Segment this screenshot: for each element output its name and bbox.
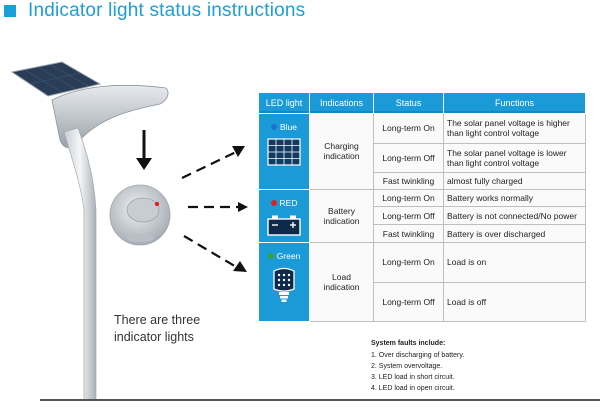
status-cell: Long-term On [373, 113, 444, 144]
green-dot-icon [267, 253, 274, 260]
caption-line: There are three [114, 313, 201, 327]
table-row: Long-term Off The solar panel voltage is… [259, 142, 586, 174]
table-row: Long-term Off Load is off [259, 281, 586, 323]
indication-load: Load indication [309, 242, 374, 322]
indication-charging: Charging indication [309, 113, 374, 190]
function-cell: The solar panel voltage is higher than l… [443, 113, 586, 144]
indication-line: Charging [324, 141, 359, 152]
list-item: 1. Over discharging of battery. [371, 352, 465, 359]
list-item: 3. LED load in short circuit. [371, 374, 455, 381]
led-label: Blue [279, 122, 297, 132]
ground-line [40, 399, 600, 401]
function-line: The solar panel voltage is higher [447, 118, 570, 129]
status-cell: Long-term On [373, 188, 444, 208]
list-item: 4. LED load in open circuit. [371, 385, 455, 392]
title-square-icon [4, 5, 16, 17]
led-bulb-icon [273, 267, 295, 303]
indicator-knob-icon [109, 184, 171, 246]
table-row: Fast twinkling almost fully charged [259, 172, 586, 190]
function-cell: Battery is over discharged [443, 224, 586, 244]
status-cell: Long-term Off [373, 142, 444, 174]
function-cell: The solar panel voltage is lower than li… [443, 142, 586, 174]
indication-line: indication [323, 151, 360, 162]
table-row: Long-term Off Battery is not connected/N… [259, 206, 586, 226]
battery-icon [267, 215, 301, 236]
three-indicator-caption: There are three indicator lights [114, 312, 244, 346]
solar-panel-icon [10, 61, 102, 97]
table-row: Green Load indication Long-term On [258, 242, 586, 322]
function-cell: Battery works normally [443, 188, 586, 208]
header-led-light: LED light [258, 92, 310, 114]
red-dot-icon [270, 199, 277, 206]
function-line: The solar panel voltage is lower [447, 147, 567, 158]
header-functions: Functions [443, 92, 586, 114]
indication-line: indication [323, 282, 360, 293]
dashed-arrow-to-red-icon [188, 202, 248, 212]
faults-heading: System faults include: [371, 340, 446, 347]
indication-line: indication [323, 215, 360, 226]
function-cell: Battery is not connected/No power [443, 206, 586, 226]
list-item: 2. System overvoltage. [371, 363, 443, 370]
header-status: Status [373, 92, 444, 114]
status-cell: Long-term Off [373, 206, 444, 226]
indication-battery: Battery indication [309, 188, 374, 244]
blue-dot-icon [270, 124, 277, 130]
table-header-row: LED light Indications Status Functions [258, 92, 586, 114]
header-indications: Indications [309, 92, 374, 114]
indication-line: Battery [328, 205, 355, 216]
indicator-status-table: LED light Indications Status Functions B… [258, 92, 586, 323]
led-label: Green [276, 251, 301, 262]
function-cell: almost fully charged [443, 172, 586, 190]
dashed-arrow-to-green-icon [183, 235, 247, 272]
led-cell-red: RED [258, 188, 310, 244]
status-cell: Fast twinkling [373, 172, 444, 190]
indication-line: Load [332, 272, 351, 283]
status-cell: Fast twinkling [373, 224, 444, 244]
function-line: than light control voltage [447, 128, 540, 139]
function-line: than light control voltage [447, 157, 540, 168]
status-cell: Long-term Off [373, 281, 444, 323]
led-label: RED [279, 197, 298, 208]
table-row: RED Battery indication Long-term On Batt… [258, 188, 586, 244]
down-arrow-icon [136, 130, 152, 170]
system-faults-list: System faults include: 1. Over dischargi… [371, 338, 464, 394]
led-cell-blue: Blue [258, 113, 310, 190]
dashed-arrow-to-blue-icon [181, 146, 245, 179]
table-row: Fast twinkling Battery is over discharge… [259, 224, 586, 244]
status-cell: Long-term On [373, 242, 444, 283]
caption-line: indicator lights [114, 330, 194, 344]
function-cell: Load is off [443, 281, 586, 323]
solar-panel-icon [267, 138, 301, 166]
table-row: Blue Charging indication Long-term On Th… [258, 113, 586, 190]
page-title: Indicator light status instructions [28, 0, 306, 21]
page-header: Indicator light status instructions [4, 0, 305, 22]
led-cell-green: Green [258, 242, 310, 322]
function-cell: Load is on [443, 242, 586, 283]
